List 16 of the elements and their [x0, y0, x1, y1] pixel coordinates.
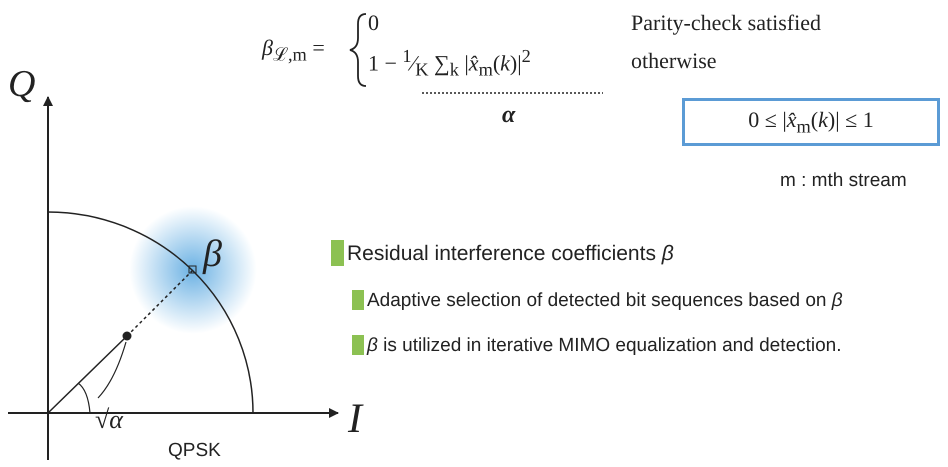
alpha-symbol: α: [502, 102, 516, 129]
constellation-caption: QPSK: [168, 440, 221, 462]
constraint-box: [682, 98, 940, 146]
case-value: 0: [368, 10, 379, 36]
formula-lhs: β$_{ℒ,m}$ =: [262, 35, 325, 66]
case-condition: otherwise: [631, 48, 717, 74]
bullet-text: Adaptive selection of detected bit sequences based on β: [367, 290, 843, 312]
axis-label: I: [348, 395, 362, 443]
inequality: 0 ≤ |x̂$_{m}$(k)| ≤ 1: [748, 106, 874, 138]
bullet-text: Residual interference coefficients β: [347, 242, 674, 266]
case-expression: 1 − $^{1}$⁄$_{K}$ ∑$_{k}$ |x̂$_{m}$(k)|$^{2}$: [368, 46, 531, 81]
bullet-text: β is utilized in iterative MIMO equalization and detection.: [367, 335, 842, 357]
case-condition: Parity-check satisfied: [631, 10, 821, 36]
stream-note: m : mth stream: [780, 170, 907, 192]
axis-label: Q: [8, 62, 36, 106]
beta-symbol: β: [203, 232, 222, 276]
